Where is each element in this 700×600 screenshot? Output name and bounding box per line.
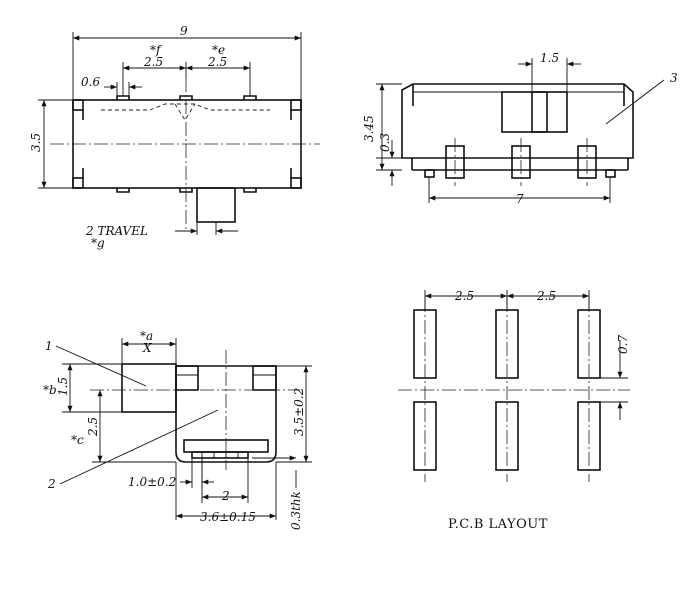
c-dim: 2.5 (86, 417, 100, 437)
callout-1: 1 (45, 339, 53, 353)
travel-label: 2 TRAVEL (85, 224, 148, 238)
pcb-gap-dim: 0.7 (616, 335, 630, 354)
lead-dim: 1.0±0.2 (128, 475, 176, 489)
callout-3: 3 (670, 71, 678, 85)
e-label: *e (212, 43, 225, 57)
top-width-dim: 9 (180, 24, 188, 38)
top-view: 9 3.5 2.5 2.5 *f *e 0.6 2 TRAVEL *g (29, 24, 320, 250)
callout-2: 2 (47, 477, 56, 491)
end-width-dim: 3.6±0.15 (200, 510, 256, 524)
side-height-dim: 3.45 (362, 115, 376, 142)
top-height-dim: 3.5 (29, 133, 43, 152)
thickness-dim: 0.3thk (289, 491, 303, 530)
pcb-layout: 2.5 2.5 0.7 (398, 289, 630, 482)
pcb-pitch-left: 2.5 (454, 289, 474, 303)
a-label: *a (140, 329, 153, 343)
corner-tab (72, 177, 84, 189)
corner-tab (290, 99, 302, 111)
end-view: *a X 1.5 *b 2.5 *c 3.5±0.2 0.3thk 1.0±0.… (43, 329, 312, 530)
slider-cavity-outline (101, 103, 270, 121)
dim-0-6: 0.6 (81, 75, 100, 89)
e-pitch-dim: 2.5 (207, 55, 227, 69)
f-pitch-dim: 2.5 (143, 55, 163, 69)
side-base-dim: 0.3 (378, 133, 392, 152)
end-height-dim: 3.5±0.2 (292, 388, 306, 436)
f-label: *f (150, 43, 163, 57)
g-label: *g (91, 236, 105, 250)
side-view-body (401, 83, 634, 159)
b-dim: 1.5 (56, 377, 70, 396)
c-label: *c (71, 433, 84, 447)
side-view: 1.5 3.45 0.3 7 3 (362, 51, 678, 206)
corner-tab (72, 99, 84, 111)
pcb-layout-title: P.C.B LAYOUT (448, 517, 548, 532)
side-actuator (501, 91, 548, 133)
side-width-dim: 7 (516, 192, 524, 206)
b-label: *b (43, 383, 57, 397)
side-pitch-dim: 1.5 (540, 51, 559, 65)
x-label: X (142, 341, 152, 355)
pcb-pitch-right: 2.5 (536, 289, 556, 303)
end-pitch-dim: 2 (221, 489, 230, 503)
corner-tab (290, 177, 302, 189)
actuator (196, 187, 236, 223)
slider-handle (121, 363, 177, 413)
